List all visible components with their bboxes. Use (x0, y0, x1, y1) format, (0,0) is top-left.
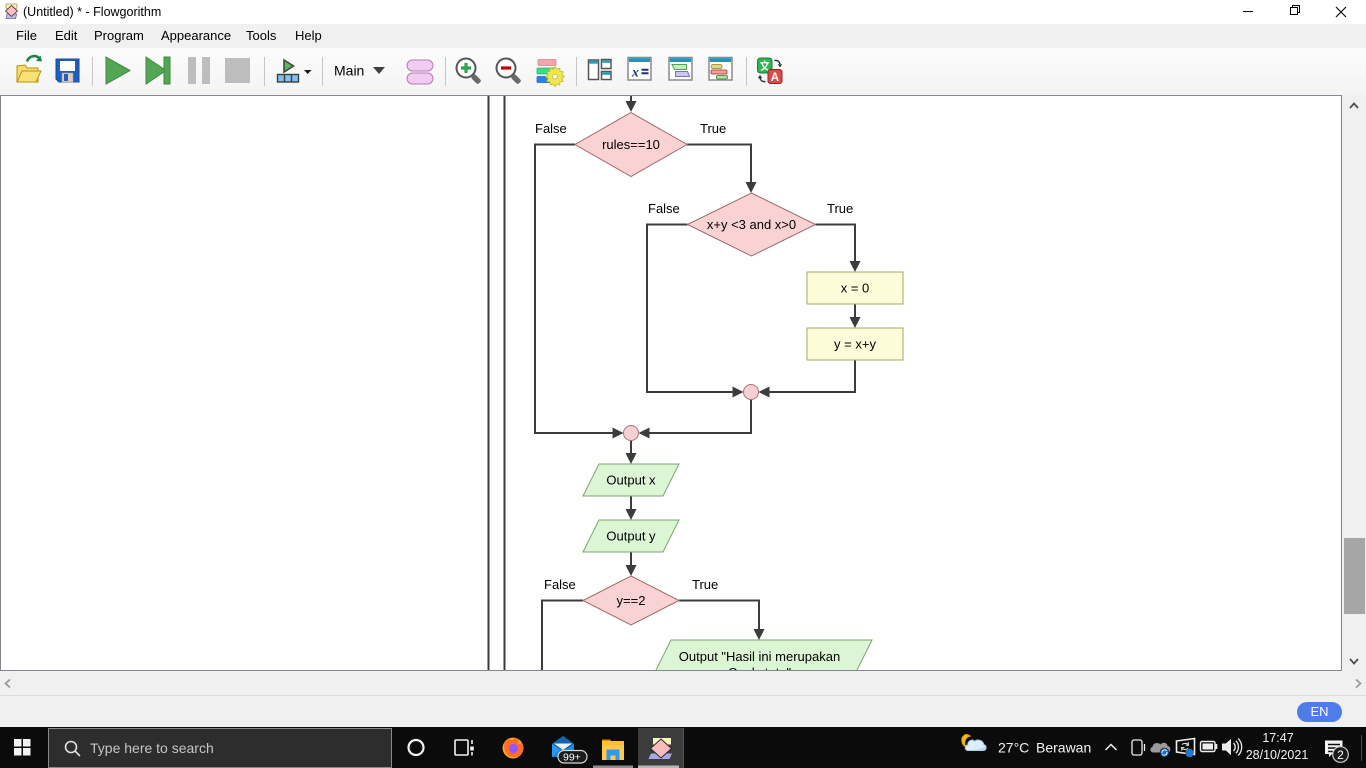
svg-text:x+y <3 and x>0: x+y <3 and x>0 (707, 217, 796, 232)
svg-text:2: 2 (1337, 748, 1344, 762)
svg-text:Output x: Output x (606, 473, 656, 488)
svg-text:rules==10: rules==10 (602, 137, 660, 152)
svg-text:y==2: y==2 (617, 593, 646, 608)
svg-text:Cool state": Cool state" (728, 665, 792, 670)
svg-text:True: True (827, 201, 853, 216)
svg-text:True: True (700, 121, 726, 136)
svg-text:x = 0: x = 0 (841, 281, 870, 296)
svg-text:Berawan: Berawan (1036, 740, 1091, 756)
svg-text:Output "Hasil ini merupakan: Output "Hasil ini merupakan (679, 649, 840, 664)
svg-text:x: x (631, 65, 639, 80)
svg-text:Main: Main (334, 63, 364, 79)
svg-text:False: False (535, 121, 567, 136)
svg-text:A: A (771, 72, 779, 84)
svg-text:False: False (648, 201, 680, 216)
svg-text:17:47: 17:47 (1262, 731, 1293, 745)
svg-text:28/10/2021: 28/10/2021 (1246, 748, 1309, 762)
svg-text:Output y: Output y (606, 529, 656, 544)
svg-text:99+: 99+ (563, 751, 581, 763)
svg-text:False: False (544, 577, 576, 592)
svg-text:y = x+y: y = x+y (834, 337, 876, 352)
svg-text:27°C: 27°C (998, 740, 1029, 756)
svg-text:True: True (692, 577, 718, 592)
